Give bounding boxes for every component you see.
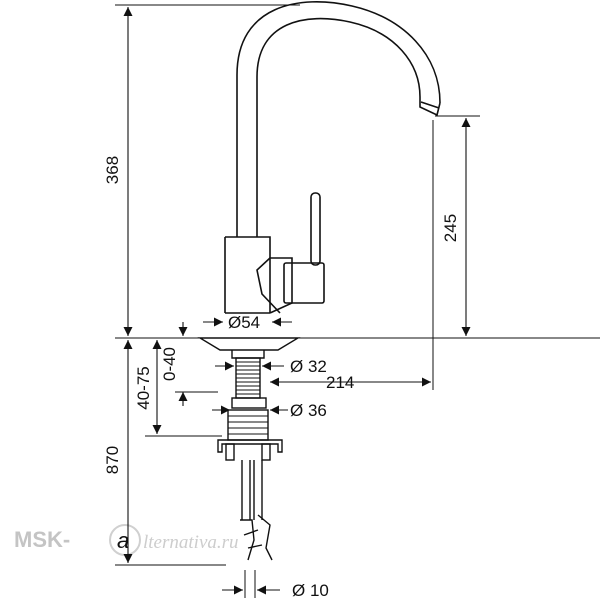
base-plate xyxy=(197,337,301,351)
extension-lines xyxy=(115,4,600,598)
aerator-line xyxy=(420,101,440,109)
hose-clips xyxy=(243,529,263,549)
spout-tip xyxy=(419,97,441,117)
fixing-nut xyxy=(227,409,269,441)
handle-joint xyxy=(256,257,281,314)
supply-hoses xyxy=(240,460,273,561)
label-reach: 214 xyxy=(326,373,354,392)
bracket-pin-right xyxy=(261,443,271,461)
watermark-at-glyph: a xyxy=(117,528,129,553)
label-base-diameter: Ø54 xyxy=(228,313,260,332)
faucet-body xyxy=(224,236,271,313)
bracket-pin-left xyxy=(225,443,235,461)
label-hole-diameter: Ø 32 xyxy=(290,357,327,376)
handle-collar xyxy=(269,257,293,314)
washer xyxy=(231,397,267,409)
label-hose-length: 870 xyxy=(103,446,122,474)
dimension-lines xyxy=(123,7,471,595)
spout-inner xyxy=(256,17,421,237)
watermark-domain: lternativa.ru xyxy=(143,532,239,553)
label-counter-thickness: 0-40 xyxy=(160,347,179,381)
handle-block xyxy=(283,262,325,304)
label-shank-length: 40-75 xyxy=(134,366,153,409)
hose-left xyxy=(241,460,251,520)
label-spout-height: 245 xyxy=(441,214,460,242)
hose-fittings xyxy=(240,514,273,561)
base-assembly xyxy=(197,337,301,461)
label-max-hole-range: Ø 36 xyxy=(290,401,327,420)
label-total-height: 368 xyxy=(103,156,122,184)
spout-outer xyxy=(236,1,441,237)
base-neck xyxy=(231,350,265,359)
nut-lines xyxy=(228,415,268,435)
faucet-outline xyxy=(224,1,441,314)
watermark: MSK- a lternativa.ru xyxy=(14,524,239,556)
hose-right xyxy=(253,460,263,520)
watermark-brand: MSK- xyxy=(14,527,70,552)
bracket-plate xyxy=(217,439,283,453)
dimension-labels: 368 245 870 40-75 0-40 Ø54 Ø 32 214 Ø 36… xyxy=(103,156,460,600)
lever xyxy=(310,192,321,266)
thread-lines xyxy=(236,361,260,395)
label-hose-diameter: Ø 10 xyxy=(292,581,329,600)
